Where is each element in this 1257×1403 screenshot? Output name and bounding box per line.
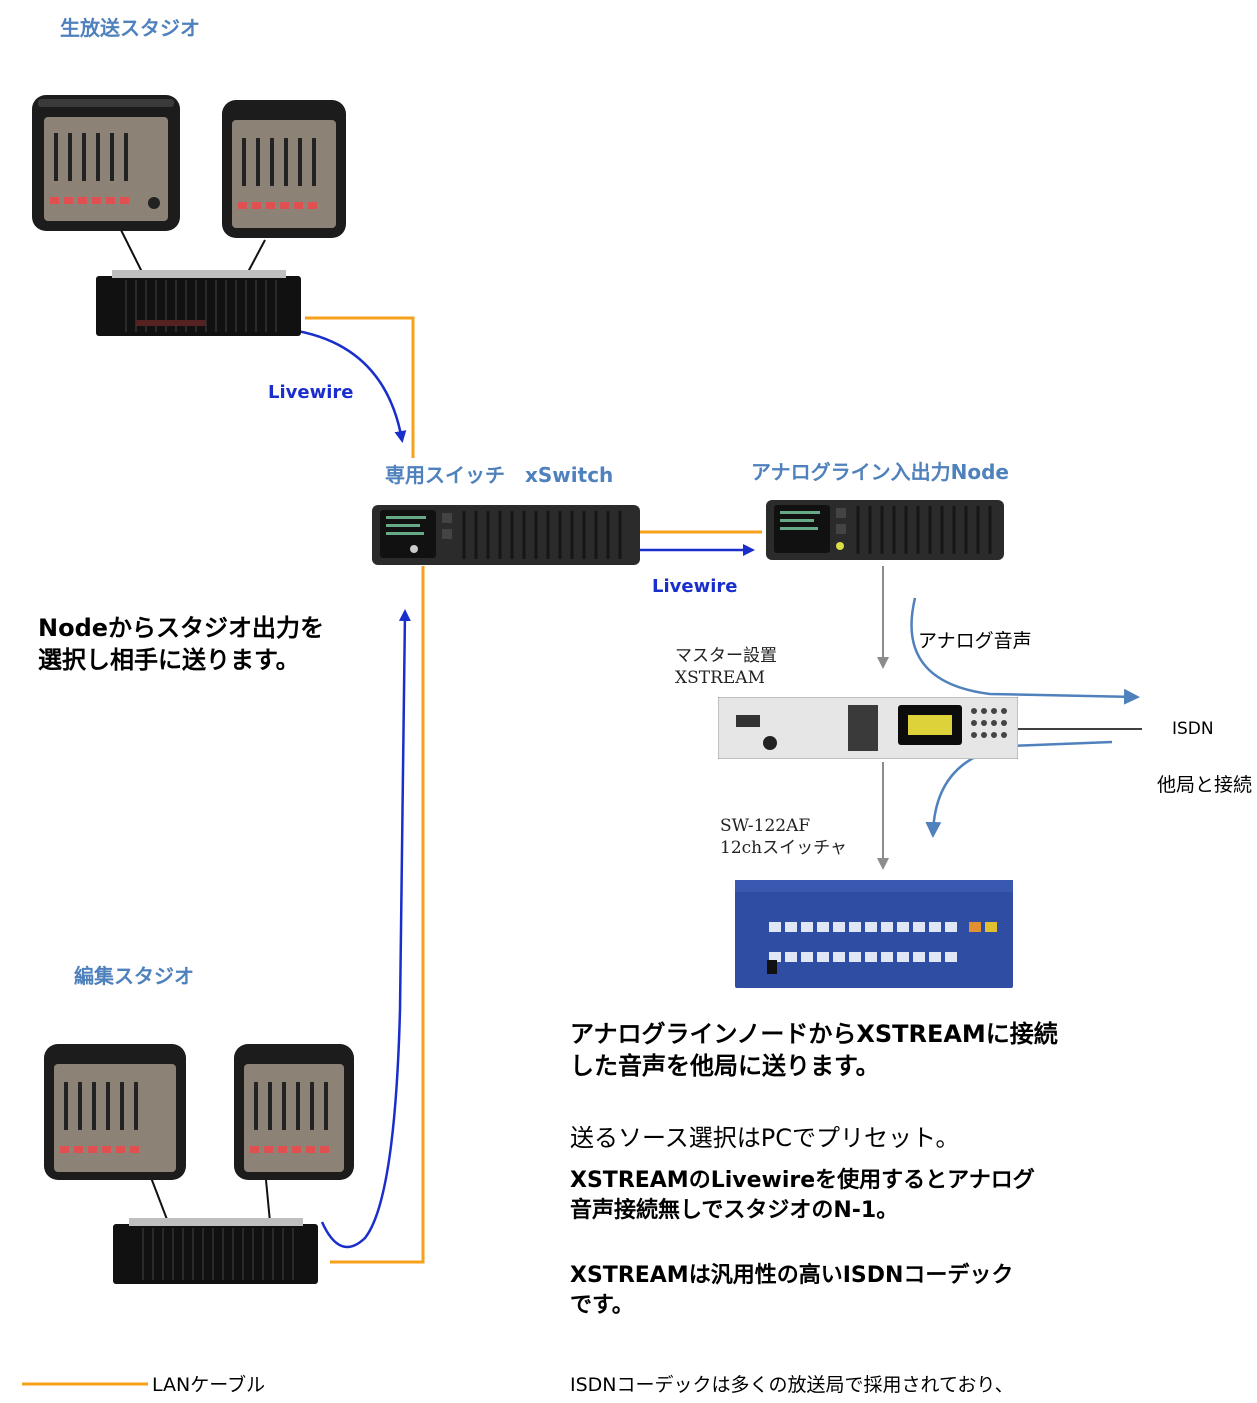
lan-cable-top [305, 316, 415, 458]
analog-audio-arrow [910, 597, 1140, 705]
left-description: Nodeからスタジオ出力を 選択し相手に送ります。 [38, 612, 324, 677]
bottom-paragraph-1: アナログラインノードからXSTREAMに接続 した音声を他局に送ります。 [570, 1018, 1058, 1083]
switcher-device-icon [735, 880, 1013, 988]
analog-node-title: アナログライン入出力Node [751, 460, 1009, 484]
xstream-caption-line-2: XSTREAM [675, 668, 765, 689]
bottom-paragraph-4: XSTREAMは汎用性の高いISDNコーデック です。 [570, 1261, 1013, 1320]
legend-lan-label: LANケーブル [152, 1374, 266, 1396]
xstream-caption: マスター設置 XSTREAM [675, 645, 777, 689]
console-icon-edit-2 [234, 1044, 354, 1180]
bottom-paragraph-4-line-2: です。 [570, 1292, 634, 1318]
console-icon-live-2 [222, 100, 346, 238]
console-icon-live-1 [32, 95, 180, 231]
live-studio-title: 生放送スタジオ [60, 16, 200, 40]
xstream-codec-icon [718, 697, 1018, 759]
livewire-label-mid: Livewire [652, 576, 738, 597]
bottom-paragraph-1-line-2: した音声を他局に送ります。 [570, 1052, 880, 1081]
bottom-paragraph-4-line-1: XSTREAMは汎用性の高いISDNコーデック [570, 1263, 1014, 1288]
console-icon-edit-1 [44, 1044, 186, 1180]
bottom-paragraph-2: 送るソース選択はPCでプリセット。 [570, 1124, 960, 1152]
bottom-paragraph-3-line-2: 音声接続無しでスタジオのN-1。 [570, 1197, 899, 1223]
bottom-paragraph-1-line-1: アナログラインノードからXSTREAMに接続 [570, 1020, 1058, 1048]
switcher-caption-line-1: SW-122AF [720, 816, 811, 836]
switcher-caption-line-2: 12chスイッチャ [720, 838, 847, 859]
lan-cable-bottom [330, 566, 425, 1264]
engine-icon-edit [113, 1218, 318, 1284]
isdn-label: ISDN [1172, 719, 1214, 739]
analog-audio-label: アナログ音声 [918, 630, 1032, 652]
other-station-label: 他局と接続 [1157, 774, 1253, 796]
bottom-paragraph-5: ISDNコーデックは多くの放送局で採用されており、 [570, 1374, 1014, 1396]
analog-node-device-icon [766, 500, 1004, 560]
livewire-label-top: Livewire [268, 382, 354, 403]
edit-studio-title: 編集スタジオ [74, 964, 194, 988]
engine-icon-live [96, 270, 301, 336]
livewire-arrow-top [291, 328, 407, 443]
bottom-paragraph-3: XSTREAMのLivewireを使用するとアナログ 音声接続無しでスタジオのN… [570, 1166, 1035, 1225]
xswitch-device-icon [372, 505, 640, 565]
xstream-caption-line-1: マスター設置 [675, 646, 777, 666]
xswitch-title: 専用スイッチ xSwitch [385, 463, 614, 487]
bottom-paragraph-3-line-1: XSTREAMのLivewireを使用するとアナログ [570, 1168, 1035, 1193]
livewire-arrow-bottom [320, 609, 411, 1249]
switcher-caption: SW-122AF 12chスイッチャ [720, 815, 847, 859]
left-description-line-2: 選択し相手に送ります。 [38, 646, 300, 675]
left-description-line-1: Nodeからスタジオ出力を [38, 614, 325, 642]
